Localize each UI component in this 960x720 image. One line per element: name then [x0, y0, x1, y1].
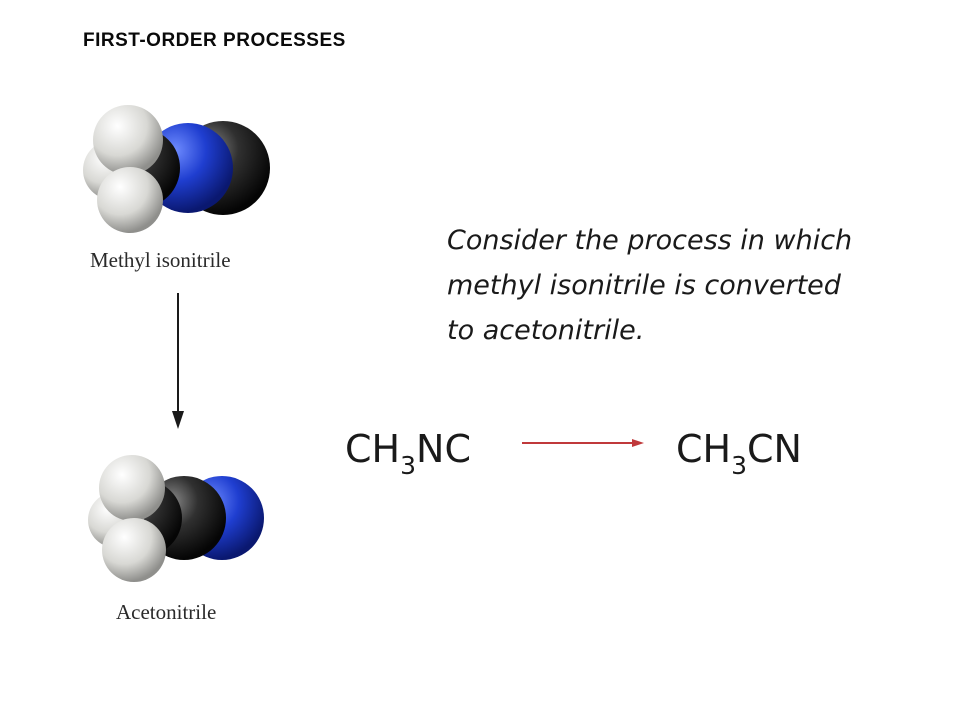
- hydrogen-atom: [97, 167, 163, 233]
- reactant-formula: CH3NC: [345, 425, 471, 480]
- process-description: Consider the process in which methyl iso…: [447, 225, 853, 346]
- methyl-isonitrile-model: [83, 105, 270, 233]
- product-cn: CN: [747, 427, 802, 471]
- product-subscript: 3: [731, 451, 748, 480]
- page-title: FIRST-ORDER PROCESSES: [83, 30, 346, 51]
- reaction-arrow-icon: [522, 439, 644, 447]
- hydrogen-atom: [99, 455, 165, 521]
- acetonitrile-model: [88, 455, 264, 582]
- reactant-subscript: 3: [400, 451, 417, 480]
- acetonitrile-label: Acetonitrile: [116, 600, 217, 624]
- product-formula: CH3CN: [676, 425, 802, 480]
- hydrogen-atom: [102, 518, 166, 582]
- hydrogen-atom: [93, 105, 163, 175]
- product-ch: CH: [676, 427, 732, 471]
- methyl-isonitrile-label: Methyl isonitrile: [90, 248, 231, 272]
- reactant-nc: NC: [416, 427, 471, 471]
- down-arrow-icon: [172, 293, 184, 429]
- reactant-ch: CH: [345, 427, 401, 471]
